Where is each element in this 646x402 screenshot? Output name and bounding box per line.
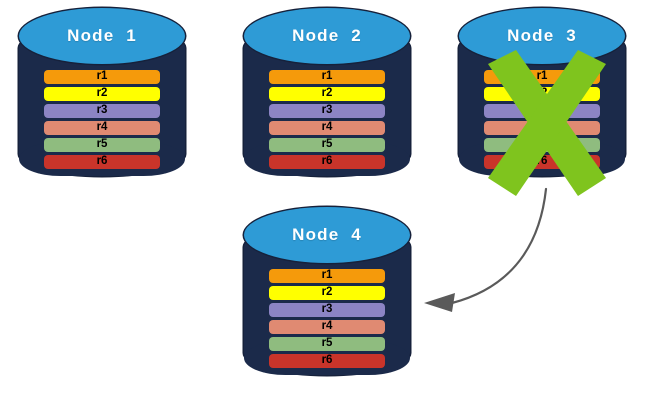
node-cylinder-node-3[interactable]: Node 3 r1 r2 r3 r4 r5 r6 (459, 8, 625, 196)
record-bar[interactable]: r5 (44, 138, 160, 152)
record-bar[interactable]: r2 (484, 87, 600, 101)
record-bar[interactable]: r6 (484, 155, 600, 169)
node-label: Node 4 (292, 225, 362, 244)
record-bar[interactable]: r3 (269, 303, 385, 317)
record-list: r1 r2 r3 r4 r5 r6 (269, 70, 385, 169)
record-bar[interactable]: r4 (269, 121, 385, 135)
record-bar[interactable]: r4 (484, 121, 600, 135)
record-bar[interactable]: r1 (269, 70, 385, 84)
record-bar[interactable]: r5 (484, 138, 600, 152)
record-list: r1 r2 r3 r4 r5 r6 (44, 70, 160, 169)
node-cylinder-node-1[interactable]: Node 1 r1 r2 r3 r4 r5 r6 (19, 8, 185, 194)
record-bar[interactable]: r1 (269, 269, 385, 283)
record-bar[interactable]: r6 (269, 354, 385, 368)
record-bar[interactable]: r2 (269, 87, 385, 101)
record-bar[interactable]: r4 (44, 121, 160, 135)
record-list: r1 r2 r3 r4 r5 r6 (484, 70, 600, 169)
cylinder-top-ellipse (19, 8, 185, 64)
arrowhead-icon (424, 293, 455, 312)
cylinder-top-ellipse (244, 207, 410, 263)
record-list: r1 r2 r3 r4 r5 r6 (269, 269, 385, 368)
record-bar[interactable]: r4 (269, 320, 385, 334)
node-cylinder-node-2[interactable]: Node 2 r1 r2 r3 r4 r5 r6 (244, 8, 410, 194)
node-label: Node 3 (507, 26, 577, 45)
record-bar[interactable]: r2 (44, 87, 160, 101)
cylinder-top-ellipse (244, 8, 410, 64)
record-bar[interactable]: r5 (269, 138, 385, 152)
record-bar[interactable]: r1 (484, 70, 600, 84)
node-cylinder-node-4[interactable]: Node 4 r1 r2 r3 r4 r5 r6 (244, 207, 410, 393)
record-bar[interactable]: r3 (269, 104, 385, 118)
record-bar[interactable]: r3 (44, 104, 160, 118)
record-bar[interactable]: r1 (44, 70, 160, 84)
record-bar[interactable]: r3 (484, 104, 600, 118)
record-bar[interactable]: r5 (269, 337, 385, 351)
record-bar[interactable]: r2 (269, 286, 385, 300)
node-label: Node 2 (292, 26, 362, 45)
record-bar[interactable]: r6 (44, 155, 160, 169)
node-label: Node 1 (67, 26, 137, 45)
record-bar[interactable]: r6 (269, 155, 385, 169)
